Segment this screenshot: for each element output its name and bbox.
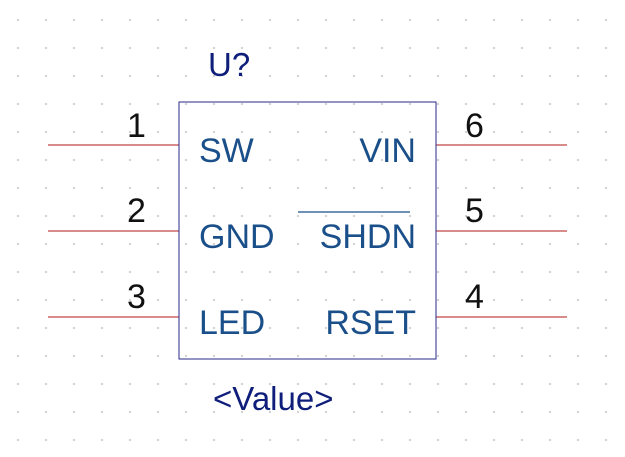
pin-number-5: 5 xyxy=(465,192,484,230)
pin-name-shdn: SHDN xyxy=(320,218,416,256)
pin-name-vin: VIN xyxy=(359,132,416,170)
pin-number-2: 2 xyxy=(127,192,146,230)
pin-name-led: LED xyxy=(199,304,265,342)
pin-number-6: 6 xyxy=(465,107,484,145)
pin-name-sw: SW xyxy=(199,132,254,170)
pin-number-1: 1 xyxy=(127,107,146,145)
pin-name-rset: RSET xyxy=(325,304,416,342)
pin-number-3: 3 xyxy=(127,278,146,316)
reference-designator[interactable]: U? xyxy=(208,46,250,83)
pin-name-gnd: GND xyxy=(199,218,275,256)
component-value[interactable]: <Value> xyxy=(213,380,334,417)
pin-number-4: 4 xyxy=(465,278,484,316)
component-body[interactable] xyxy=(178,101,437,360)
